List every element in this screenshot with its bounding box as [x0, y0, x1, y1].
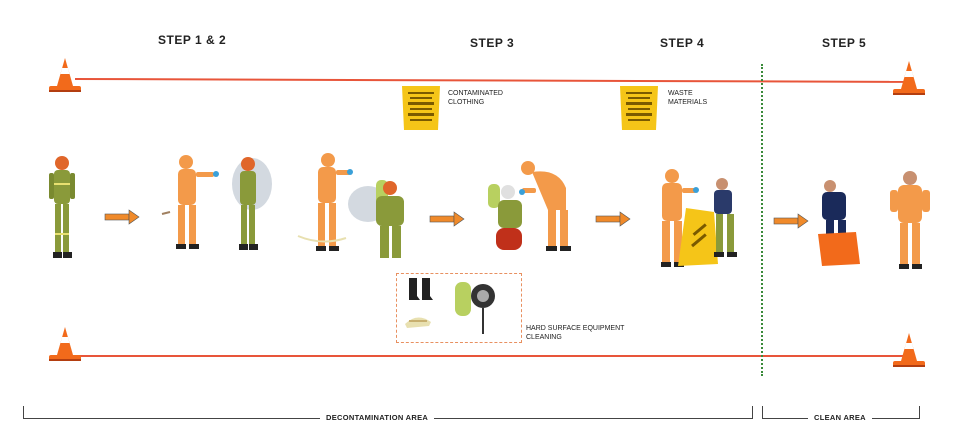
boots-icon: [407, 278, 435, 302]
clean-area-divider: [761, 64, 763, 376]
step-3-heading: STEP 3: [470, 36, 514, 50]
hazard-bag-icon: [616, 84, 662, 132]
traffic-cone-icon: [46, 56, 84, 94]
arrow-right-icon: [596, 212, 630, 226]
person-figure: [704, 176, 746, 258]
top-boundary-line: [75, 78, 905, 83]
hard-surface-equipment-label: HARD SURFACE EQUIPMENT CLEANING: [526, 324, 624, 342]
traffic-cone-icon: [890, 331, 928, 369]
hard-surface-equipment-box: [396, 273, 522, 343]
bottom-boundary-line: [75, 355, 905, 357]
firefighter-figure: [222, 154, 274, 254]
decon-worker-figure: [162, 152, 218, 252]
traffic-cone-icon: [890, 59, 928, 97]
decon-worker-figure: [884, 168, 938, 272]
firefighter-figure: [346, 178, 416, 262]
breathing-apparatus-icon: [449, 278, 499, 338]
helmet-icon: [403, 312, 433, 330]
arrow-right-icon: [105, 210, 139, 224]
step-4-heading: STEP 4: [660, 36, 704, 50]
decontamination-area-label: DECONTAMINATION AREA: [320, 413, 434, 422]
clean-area-label: CLEAN AREA: [808, 413, 872, 422]
traffic-cone-icon: [46, 325, 84, 363]
waste-materials-label: WASTE MATERIALS: [668, 89, 707, 107]
person-figure: [812, 178, 868, 270]
step-5-heading: STEP 5: [822, 36, 866, 50]
hazard-bag-icon: [398, 84, 444, 132]
contaminated-clothing-label: CONTAMINATED CLOTHING: [448, 89, 503, 107]
firefighter-figure: [34, 153, 86, 261]
decon-worker-figure: [518, 158, 580, 254]
step-1-2-heading: STEP 1 & 2: [158, 33, 226, 47]
arrow-right-icon: [430, 212, 464, 226]
arrow-right-icon: [774, 214, 808, 228]
